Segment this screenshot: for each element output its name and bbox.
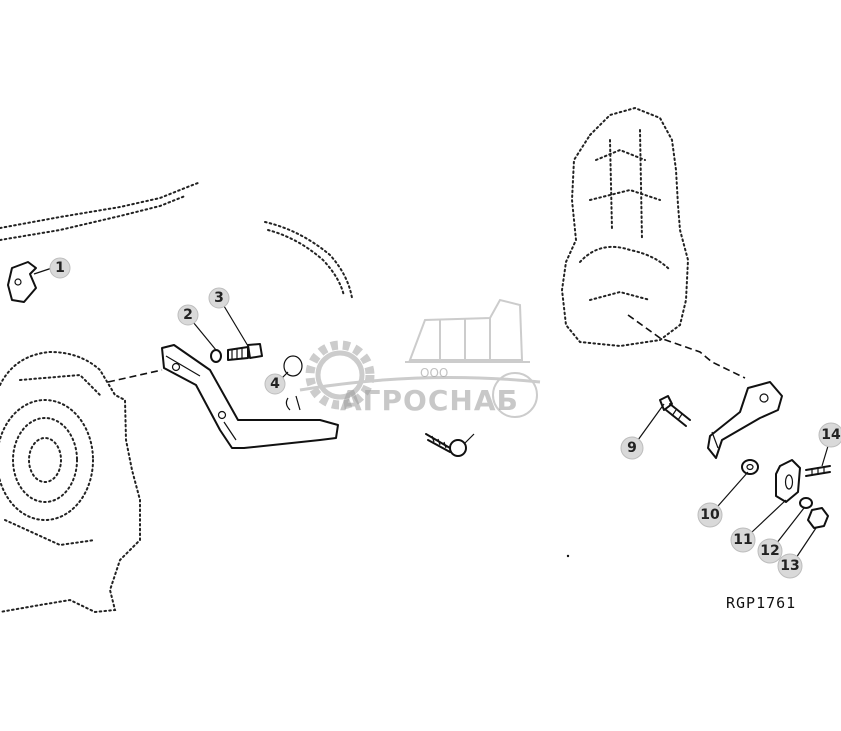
gear-icon: [305, 340, 375, 410]
watermark-logo: [299, 298, 541, 418]
combine-harvester-icon: [405, 298, 538, 418]
callout-label-4: 4: [270, 376, 280, 392]
upper-tube-outline: [0, 182, 199, 241]
watermark-prefix: ООО: [420, 366, 448, 380]
lower-screw: [425, 433, 475, 457]
slotted-plate-part-11: [775, 459, 801, 503]
stray-mark: [566, 554, 570, 558]
callout-3: 3: [208, 287, 230, 309]
callout-label-12: 12: [760, 543, 779, 559]
o-ring-part-4: [283, 355, 303, 411]
left-housing-outline: [0, 350, 141, 614]
lever-arm: [707, 381, 783, 459]
washer-part-10: [741, 459, 759, 475]
right-engine-block-outline: [560, 106, 690, 348]
callout-label-2: 2: [183, 307, 193, 323]
callout-12: 12: [757, 538, 783, 564]
reference-code: RGP1761: [726, 594, 796, 612]
callout-label-1: 1: [55, 260, 65, 276]
callout-10: 10: [697, 502, 723, 528]
clip-part-1: [7, 261, 37, 303]
callout-14: 14: [818, 422, 841, 448]
callout-1: 1: [49, 257, 71, 279]
callout-13: 13: [777, 553, 803, 579]
lock-washer-part-12: [799, 497, 813, 509]
callout-11: 11: [730, 527, 756, 553]
callout-label-11: 11: [733, 532, 752, 548]
nut-part-13: [807, 507, 829, 529]
swoosh: [299, 376, 541, 392]
callout-leaders: [33, 267, 829, 559]
lock-washer-part-2: [210, 349, 222, 363]
callout-label-14: 14: [821, 427, 841, 443]
callout-label-9: 9: [627, 440, 637, 456]
callout-9: 9: [620, 436, 644, 460]
bolt-part-3: [227, 343, 263, 361]
stud-part-14: [805, 465, 831, 477]
mounting-bracket: [161, 344, 339, 449]
callout-label-13: 13: [780, 558, 799, 574]
callout-4: 4: [264, 373, 286, 395]
bracket-leader-line: [107, 369, 163, 383]
callout-label-3: 3: [214, 290, 224, 306]
callout-label-10: 10: [700, 507, 720, 523]
bolt-part-9: [659, 395, 691, 427]
watermark-brand: АГРОСНАБ: [340, 384, 519, 417]
callout-2: 2: [177, 304, 199, 326]
curved-hose-outline: [264, 221, 353, 299]
right-leader-line: [627, 314, 746, 379]
